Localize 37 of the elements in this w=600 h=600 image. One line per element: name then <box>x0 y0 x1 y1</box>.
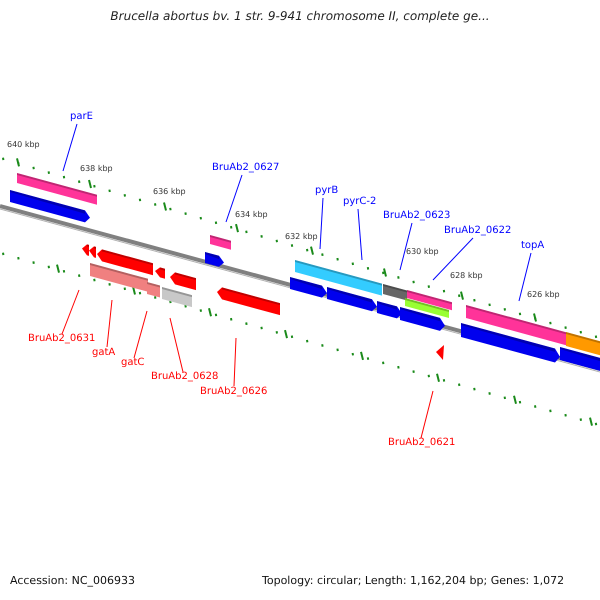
tick-label: 634 kbp <box>235 210 268 220</box>
leader-line <box>62 124 78 172</box>
gene-label: BruAb2_0631 <box>28 333 96 344</box>
gene-label: BruAb2_0627 <box>212 162 280 174</box>
leader-line <box>320 198 324 250</box>
gene-label: gatC <box>121 357 144 368</box>
leader-line <box>134 310 148 358</box>
tick-label: 632 kbp <box>285 232 318 242</box>
gene-label: topA <box>521 240 544 252</box>
tick-label: 630 kbp <box>406 247 439 256</box>
gene-label: BruAb2_0626 <box>200 386 268 398</box>
gene-label: gatA <box>92 347 116 358</box>
tick-label: 640 kbp <box>7 140 40 150</box>
leader-line <box>518 252 532 302</box>
title: Brucella abortus bv. 1 str. 9-941 chromosome II, complete ge... <box>110 10 490 24</box>
gene-label: BruAb2_0622 <box>444 225 512 236</box>
leader-line <box>432 238 474 280</box>
leader-line <box>400 222 412 270</box>
leader-line <box>170 318 184 372</box>
leader-line <box>420 390 434 438</box>
tick-label: 626 kbp <box>527 290 560 300</box>
leader-line <box>226 174 242 222</box>
gene-label: BruAb2_0623 <box>383 210 450 222</box>
footer-text: Accession: NC_006933 <box>10 575 136 588</box>
gene-label: BruAb2_0621 <box>388 437 456 448</box>
leader-line <box>106 300 112 348</box>
tick-label: 638 kbp <box>80 164 113 174</box>
tick-label: 636 kbp <box>153 187 186 196</box>
gene-label: pyrB <box>315 185 338 196</box>
gene-label: BruAb2_0628 <box>151 371 218 382</box>
tick-label: 628 kbp <box>450 271 483 280</box>
gene-label: pyrC-2 <box>343 196 376 208</box>
leader-line <box>358 208 362 260</box>
leader-line <box>234 338 236 386</box>
gene-label: parE <box>70 111 93 122</box>
footer-text: Topology: circular; Length: 1,162,204 bp; Genes: 1,072 <box>262 575 564 588</box>
leader-line <box>62 290 80 334</box>
